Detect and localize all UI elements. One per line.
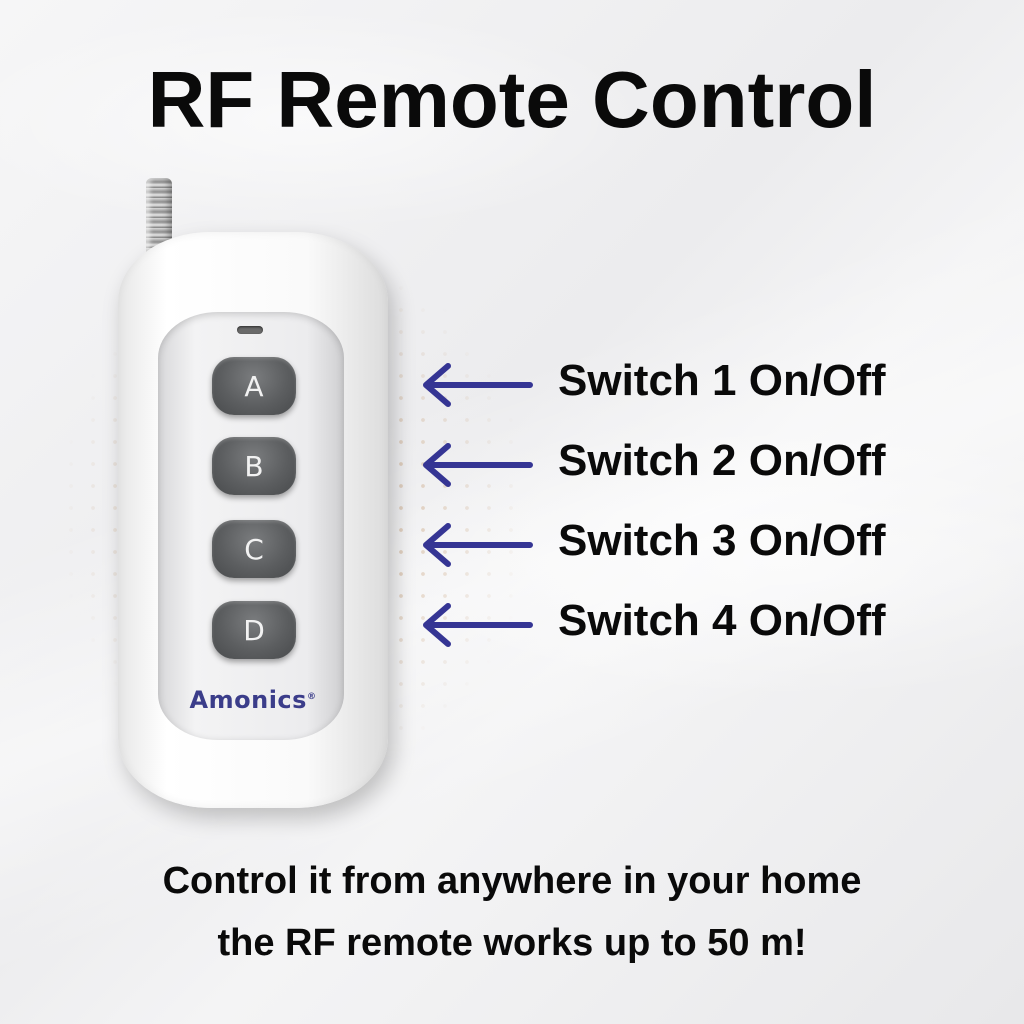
arrow-left-icon (423, 523, 533, 567)
switch-label: Switch 4 On/Off (558, 596, 886, 645)
caption-line-1: Control it from anywhere in your home (162, 860, 862, 902)
remote-button-c[interactable]: C (212, 520, 296, 578)
brand-logo: Amonics® (178, 686, 328, 714)
arrow-left-icon (423, 443, 533, 487)
switch-label: Switch 2 On/Off (558, 436, 886, 485)
switch-labels: Switch 1 On/Off Switch 2 On/Off Switch 3… (418, 0, 1008, 1024)
led-indicator (237, 326, 263, 334)
caption-line-2: the RF remote works up to 50 m! (217, 922, 807, 964)
switch-label: Switch 1 On/Off (558, 356, 886, 405)
brand-name: Amonics (189, 686, 307, 714)
switch-row: Switch 4 On/Off (418, 590, 1008, 660)
switch-row: Switch 3 On/Off (418, 510, 1008, 580)
remote-button-b[interactable]: B (212, 437, 296, 495)
page-title: RF Remote Control (147, 55, 877, 144)
arrow-left-icon (423, 603, 533, 647)
remote-button-a[interactable]: A (212, 357, 296, 415)
brand-registered-mark: ® (306, 692, 317, 702)
arrow-left-icon (423, 363, 533, 407)
remote-button-d[interactable]: D (212, 601, 296, 659)
switch-label: Switch 3 On/Off (558, 516, 886, 565)
switch-row: Switch 1 On/Off (418, 350, 1008, 420)
caption: Control it from anywhere in your home th… (0, 850, 1024, 974)
switch-row: Switch 2 On/Off (418, 430, 1008, 500)
